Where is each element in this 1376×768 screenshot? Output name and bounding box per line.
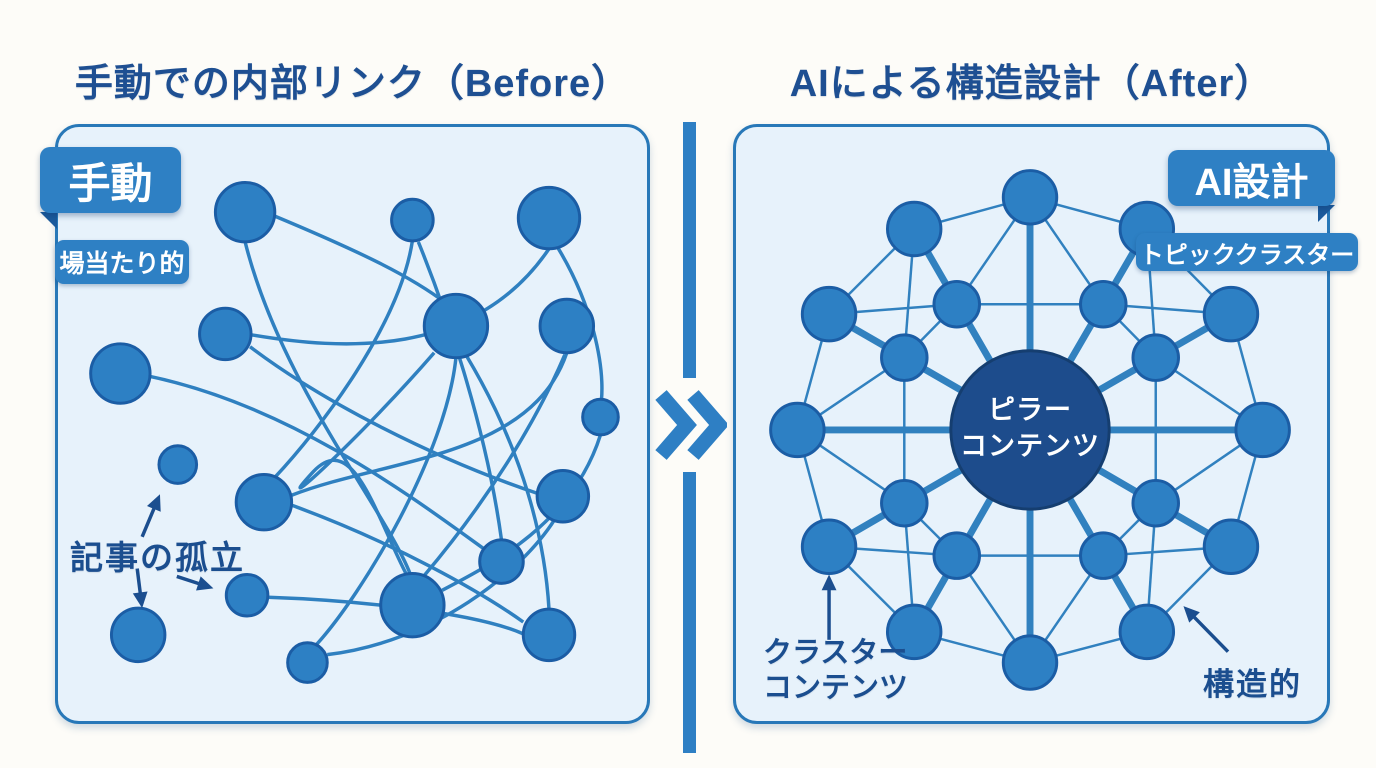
manual-badge: 手動	[40, 147, 181, 213]
double-chevron-right-icon	[655, 390, 727, 460]
cluster-content-line1: クラスター	[763, 637, 908, 669]
structural-label: 構造的	[1203, 667, 1302, 702]
cluster-content-line2: コンテンツ	[763, 671, 909, 704]
pillar-label-line1: ピラー	[988, 395, 1072, 425]
pillar-content-label: ピラー コンテンツ	[933, 392, 1127, 465]
topic-cluster-tag: トピッククラスター	[1136, 233, 1358, 271]
pillar-label-line2: コンテンツ	[960, 431, 1100, 462]
divider-bar-bottom	[683, 472, 696, 753]
before-network-diagram	[89, 180, 620, 684]
before-panel	[55, 124, 650, 724]
after-panel	[733, 124, 1330, 724]
after-title: AIによる構造設計（After）	[789, 63, 1274, 105]
article-isolation-label: 記事の孤立	[70, 539, 245, 576]
adhoc-tag: 場当たり的	[55, 240, 189, 284]
ai-design-badge: AI設計	[1168, 150, 1335, 206]
cluster-content-label: クラスター コンテンツ	[763, 636, 908, 706]
after-network-diagram	[769, 169, 1291, 691]
manual-badge-fold	[40, 212, 57, 229]
before-title: 手動での内部リンク（Before）	[74, 63, 631, 105]
divider-bar-top	[683, 122, 696, 378]
